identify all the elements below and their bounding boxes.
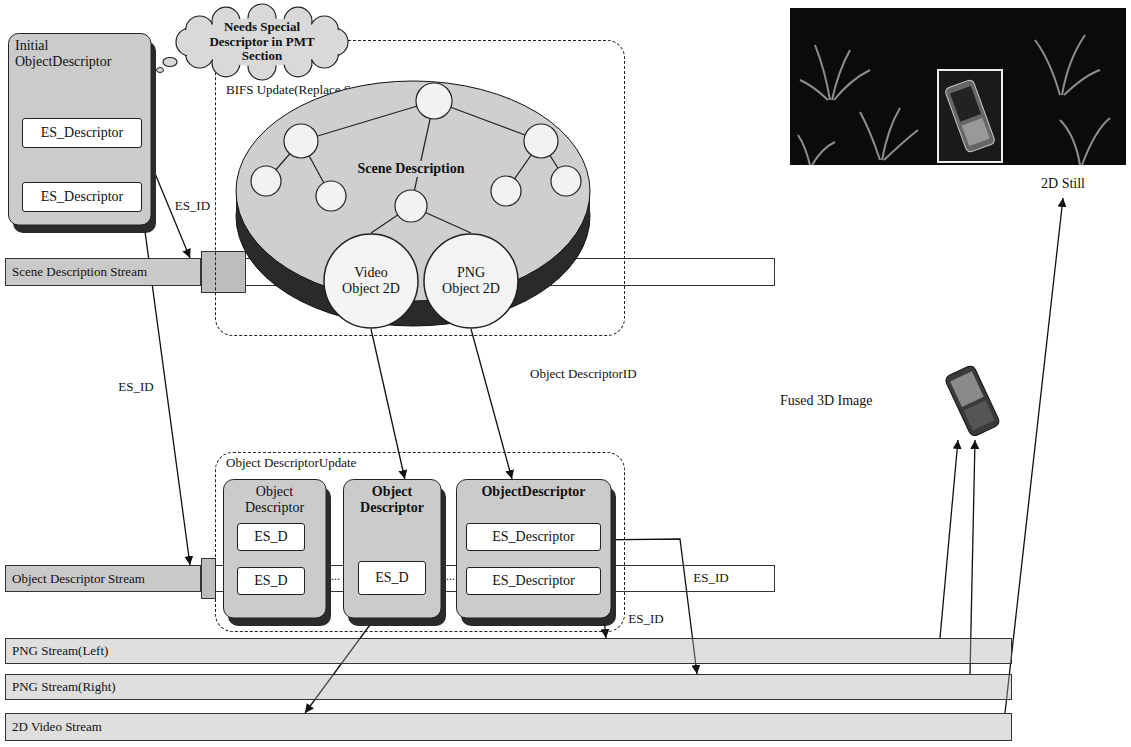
plant-leaves (798, 35, 1110, 165)
node-text: 2D Still (1041, 176, 1085, 192)
initial-object-descriptor: Initial ObjectDescriptorES_DescriptorES_… (8, 33, 156, 233)
phone-body (944, 364, 1001, 437)
node-text: ES_Descriptor (41, 189, 123, 205)
od-update-region: Object DescriptorUpdateObject Descriptor… (215, 452, 625, 632)
thought-bubble (157, 68, 164, 73)
connector-arrow (940, 440, 958, 638)
node-text: PNG Stream(Left) (12, 644, 108, 659)
es-descriptor-box: ES_Descriptor (466, 567, 601, 595)
node-text: 2D Video Stream (12, 720, 102, 735)
es-d-box: ES_D (237, 567, 305, 595)
video-object-circle: Video Object 2D (323, 233, 419, 329)
node-text: Scene Description (355, 161, 468, 177)
photo-frame (938, 70, 1002, 162)
node-text: Object Descriptor (227, 484, 322, 516)
box-face (9, 34, 152, 226)
node-text: PNG Object 2D (438, 265, 504, 297)
cloud-fill (312, 17, 337, 42)
bifs-update-region: BIFS Update(Replace Scene)Scene Descript… (215, 40, 625, 336)
edge-label: ES_ID (626, 611, 665, 626)
stream-band: PNG Stream(Left) (5, 638, 1012, 664)
node-text: ES_D (375, 570, 408, 586)
box-face (457, 480, 612, 619)
object-descriptor-box: Object DescriptorES_D (343, 479, 446, 626)
stream-band: 2D Video Stream (5, 713, 1012, 741)
circle-outline (424, 234, 518, 328)
cloud-fill (213, 50, 238, 75)
es-d-box: ES_D (237, 523, 305, 551)
tree-node (524, 124, 558, 158)
es-descriptor-box: ES_Descriptor (466, 523, 601, 551)
ellipsis-label: ... (446, 570, 455, 584)
node-text: Object DescriptorUpdate (223, 456, 359, 471)
thought-cloud: Needs Special Descriptor in PMT Section (176, 3, 348, 81)
node-text: ES_D (254, 573, 287, 589)
object-descriptor-box: ObjectDescriptorES_DescriptorES_Descript… (456, 479, 616, 626)
band-connector (201, 251, 246, 293)
tree-node (416, 83, 452, 119)
node-text: ES_Descriptor (492, 573, 574, 589)
still-image-frame: 2D Still (790, 8, 1126, 198)
fused-phone (944, 364, 1001, 437)
node-outline (456, 479, 616, 626)
cloud-fill (312, 41, 337, 66)
box-face (224, 480, 327, 619)
thought-bubble (163, 58, 177, 67)
ellipsis-label: ... (331, 570, 340, 584)
cloud-body (190, 18, 334, 66)
phone-keypad (962, 118, 990, 146)
cloud-fill (187, 17, 212, 42)
es-descriptor-box: ES_Descriptor (22, 118, 142, 148)
edge-label: ES_ID (116, 380, 155, 395)
phone-keypad (964, 400, 995, 430)
circle-outline (324, 234, 418, 328)
fused-image-frame: Fused 3D Image (775, 362, 1008, 440)
node-text: Initial ObjectDescriptor (15, 38, 135, 70)
connector-arrow (371, 329, 405, 479)
node-text: PNG Stream(Right) (12, 680, 116, 695)
tree-node (251, 166, 281, 196)
band-connector (201, 558, 216, 599)
connector-arrow (1005, 198, 1063, 713)
node-text: ES_Descriptor (41, 125, 123, 141)
phone-screen (950, 86, 981, 122)
edge-label: ES_ID (691, 571, 730, 586)
node-text: ES_Descriptor (492, 529, 574, 545)
es-d-box: ES_D (358, 561, 426, 595)
object-descriptor-box: Object DescriptorES_D ES_D (223, 479, 331, 626)
node-text: Video Object 2D (338, 265, 404, 297)
phone-screen (950, 371, 984, 407)
node-text: ES_D (254, 529, 287, 545)
node-text: Scene Description Stream (12, 265, 147, 280)
node-text: Fused 3D Image (780, 393, 873, 409)
es-descriptor-box: ES_Descriptor (22, 182, 142, 212)
phone-in-photo (944, 79, 995, 153)
node-text: Object Descriptor (347, 484, 437, 516)
node-text: ObjectDescriptor (459, 484, 609, 500)
tree-node (284, 124, 318, 158)
stream-band: PNG Stream(Right) (5, 674, 1012, 700)
tree-node (491, 176, 521, 206)
tree-node (395, 190, 427, 222)
png-object-circle: PNG Object 2D (423, 233, 519, 329)
node-text: Object Descriptor Stream (12, 571, 145, 586)
node-text: Needs Special Descriptor in PMT Section (206, 20, 318, 65)
box-face (344, 480, 442, 619)
tree-link (301, 101, 434, 141)
cloud-fill (285, 50, 310, 75)
edge-label: Object DescriptorID (528, 367, 639, 382)
phone-body (944, 79, 995, 153)
photo-background (790, 8, 1126, 165)
connector-arrow (471, 329, 512, 479)
scene-description-disc: Scene DescriptionVideo Object 2D PNG Obje… (236, 79, 592, 331)
tree-node (551, 166, 581, 196)
tree-node (316, 181, 346, 211)
edge-label: ES_ID (173, 198, 212, 213)
